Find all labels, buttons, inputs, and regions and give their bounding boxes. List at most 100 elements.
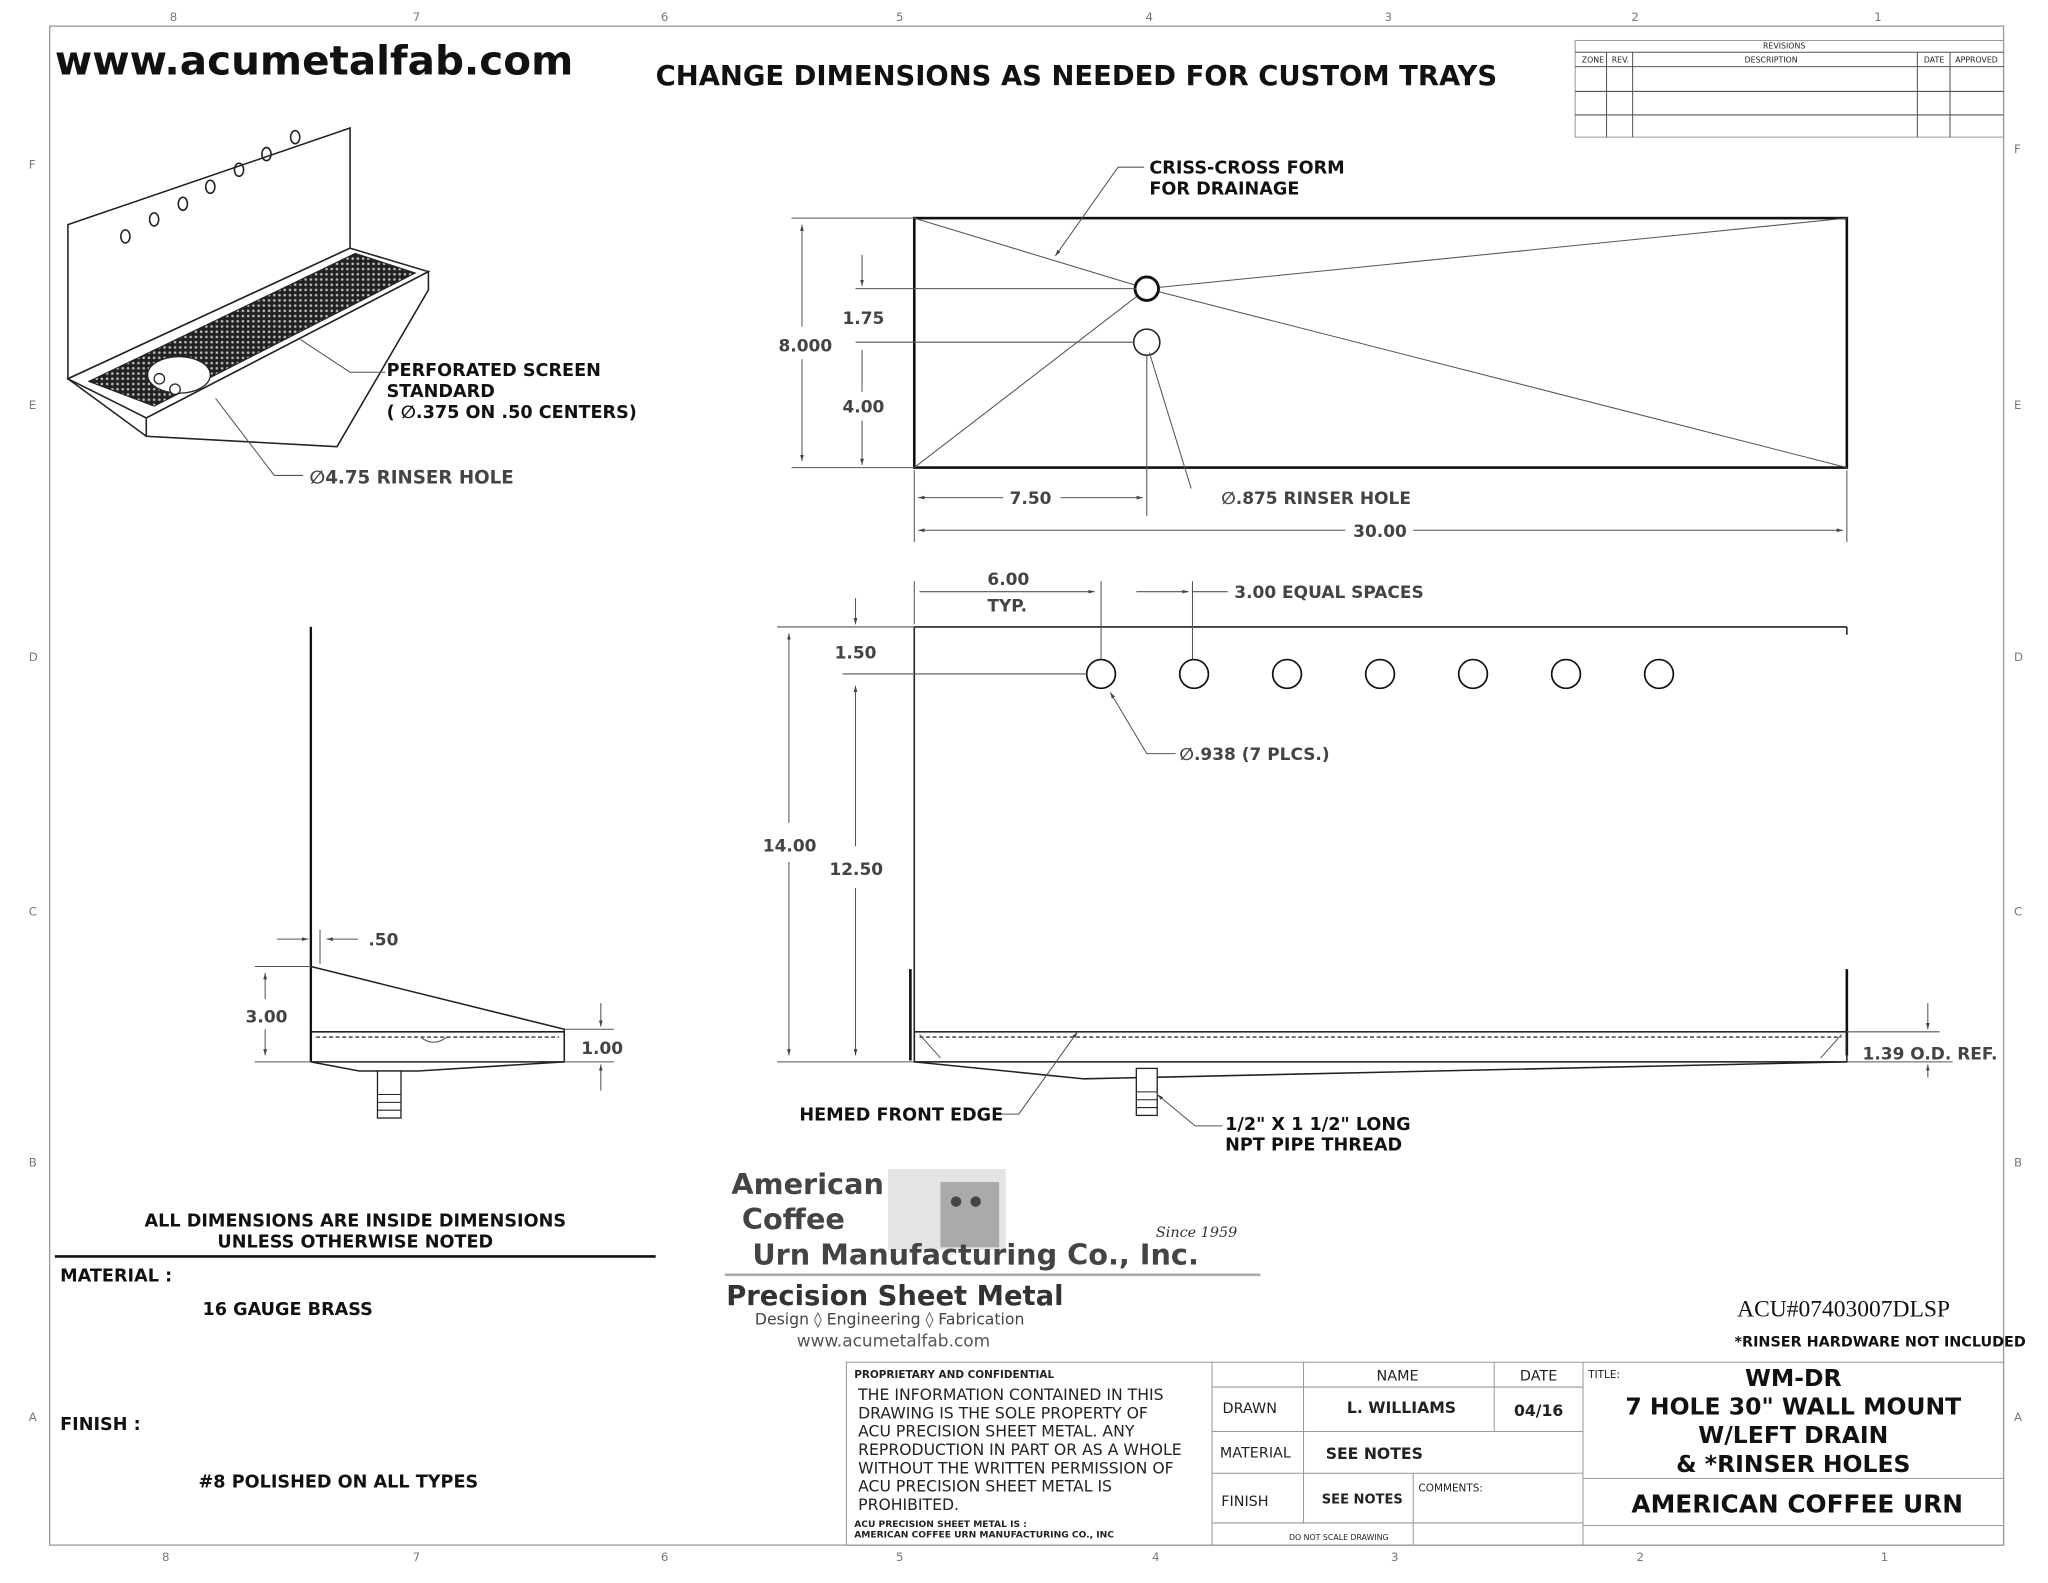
dimension-1-00: 1.00 xyxy=(581,1039,623,1059)
faucet-holes xyxy=(1085,658,1675,690)
pipe-note: 1/2" X 1 1/2" LONG xyxy=(1225,1115,1411,1135)
title-block xyxy=(845,1361,2005,1546)
front-view xyxy=(777,581,1953,1127)
dimension-6-00: 6.00 xyxy=(987,570,1029,590)
logo-services: Design ◊ Engineering ◊ Fabrication xyxy=(755,1309,1024,1328)
drawn-name: L. WILLIAMS xyxy=(1347,1398,1456,1417)
side-view xyxy=(254,626,614,1119)
dimension-width: 30.00 xyxy=(1353,522,1407,542)
zone-markers-top: 8 7 6 5 4 3 2 1 8 7 6 5 4 3 2 1 xyxy=(162,10,1888,1564)
logo-since: Since 1959 xyxy=(1156,1225,1237,1241)
rinser-hole-note: ∅.875 RINSER HOLE xyxy=(1221,489,1411,509)
zone-label: 2 xyxy=(1631,10,1638,24)
criss-cross-note: FOR DRAINAGE xyxy=(1149,180,1299,200)
dimension-3-00: 3.00 xyxy=(246,1008,288,1028)
zone-label: D xyxy=(29,650,38,664)
faucet-hole xyxy=(1271,658,1303,690)
material-value: 16 GAUGE BRASS xyxy=(202,1300,372,1320)
faucet-hole xyxy=(1550,658,1582,690)
zone-label: 1 xyxy=(1874,10,1881,24)
criss-cross-note: CRISS-CROSS FORM xyxy=(1149,159,1344,179)
top-view xyxy=(791,166,1849,543)
zone-label: 3 xyxy=(1391,1550,1398,1564)
comments-label: COMMENTS: xyxy=(1418,1483,1482,1495)
zone-label: C xyxy=(2014,905,2022,919)
dimension-typ: TYP. xyxy=(987,596,1027,616)
drawing-title: 7 HOLE 30" WALL MOUNT xyxy=(1625,1393,1961,1421)
drawing-title: W/LEFT DRAIN xyxy=(1698,1421,1888,1449)
zone-label: E xyxy=(2014,398,2021,412)
company-note: ACU PRECISION SHEET METAL IS : xyxy=(854,1520,1027,1530)
drawing-title: & *RINSER HOLES xyxy=(1676,1450,1910,1478)
rinser-hole xyxy=(1132,328,1161,357)
proprietary-line: PROHIBITED. xyxy=(858,1495,959,1514)
date-header: DATE xyxy=(1520,1369,1557,1385)
name-header: NAME xyxy=(1377,1369,1419,1385)
faucet-hole xyxy=(1364,658,1396,690)
od-note: 1.39 O.D. REF. xyxy=(1863,1044,1998,1064)
dimension-14-00: 14.00 xyxy=(763,837,817,857)
screen-note: ( ∅.375 ON .50 CENTERS) xyxy=(387,403,637,423)
zone-label: 7 xyxy=(413,1550,420,1564)
zone-label: 1 xyxy=(1881,1550,1888,1564)
zone-label: A xyxy=(2014,1410,2022,1424)
equal-spaces-note: 3.00 EQUAL SPACES xyxy=(1234,583,1423,603)
dimension-0-50: .50 xyxy=(368,931,398,951)
zone-label: 3 xyxy=(1384,10,1391,24)
zone-label: F xyxy=(29,157,36,171)
proprietary-title: PROPRIETARY AND CONFIDENTIAL xyxy=(854,1369,1054,1381)
zone-label: 6 xyxy=(661,10,668,24)
dimension-12-50: 12.50 xyxy=(829,860,883,880)
zone-label: 5 xyxy=(896,10,903,24)
revisions-column-header: ZONE xyxy=(1582,56,1604,65)
drawn-date: 04/16 xyxy=(1514,1401,1563,1420)
zone-label: 2 xyxy=(1637,1550,1644,1564)
isometric-view xyxy=(66,126,431,476)
hem-note: HEMED FRONT EDGE xyxy=(799,1106,1003,1126)
no-scale-note: DO NOT SCALE DRAWING xyxy=(1289,1533,1389,1542)
zone-label: 7 xyxy=(413,10,420,24)
hole-note: ∅.938 (7 PLCS.) xyxy=(1179,745,1329,765)
zone-label: 8 xyxy=(162,1550,169,1564)
zone-label: A xyxy=(29,1410,37,1424)
proprietary-text: THE INFORMATION CONTAINED IN THIS DRAWIN… xyxy=(857,1385,1181,1514)
zone-label: C xyxy=(29,905,37,919)
finish-value: SEE NOTES xyxy=(1322,1492,1403,1507)
dimension-1-75: 1.75 xyxy=(842,309,884,329)
part-note: *RINSER HARDWARE NOT INCLUDED xyxy=(1735,1335,2026,1351)
zone-label: 8 xyxy=(170,10,177,24)
faucet-holes xyxy=(120,129,301,244)
logo-tagline: Precision Sheet Metal xyxy=(726,1281,1063,1312)
zone-label: F xyxy=(2014,142,2021,156)
company-note: AMERICAN COFFEE URN MANUFACTURING CO., I… xyxy=(854,1530,1114,1540)
zone-label: 5 xyxy=(896,1550,903,1564)
title-label: TITLE: xyxy=(1587,1369,1620,1381)
faucet-hole xyxy=(1457,658,1489,690)
finish-label: FINISH xyxy=(1221,1494,1268,1510)
logo-url: www.acumetalfab.com xyxy=(797,1332,990,1352)
dimension-4-00: 4.00 xyxy=(842,398,884,418)
screen-note: PERFORATED SCREEN xyxy=(387,361,601,381)
dimension-height: 8.000 xyxy=(778,336,832,356)
drain-hole xyxy=(1133,275,1160,302)
zone-label: B xyxy=(2014,1155,2022,1169)
dimension-1-50: 1.50 xyxy=(835,643,877,663)
proprietary-line: WITHOUT THE WRITTEN PERMISSION OF xyxy=(858,1458,1174,1477)
zone-label: B xyxy=(29,1155,37,1169)
drawn-label: DRAWN xyxy=(1223,1401,1277,1417)
pipe-note: NPT PIPE THREAD xyxy=(1225,1136,1402,1156)
logo-text: American xyxy=(731,1167,883,1201)
company-logo: American Coffee Urn Manufacturing Co., I… xyxy=(724,1167,1261,1352)
zone-label: 4 xyxy=(1152,1550,1159,1564)
zone-label: E xyxy=(29,398,36,412)
headline: CHANGE DIMENSIONS AS NEEDED FOR CUSTOM T… xyxy=(656,61,1497,92)
finish-value: #8 POLISHED ON ALL TYPES xyxy=(199,1473,479,1493)
zone-label: D xyxy=(2014,650,2023,664)
revisions-column-header: DATE xyxy=(1924,56,1944,65)
part-number: ACU#07403007DLSP xyxy=(1737,1297,1950,1323)
zone-label: 6 xyxy=(661,1550,668,1564)
proprietary-line: ACU PRECISION SHEET METAL IS xyxy=(858,1477,1112,1496)
revisions-column-header: REV. xyxy=(1612,56,1629,65)
faucet-hole xyxy=(1178,658,1210,690)
